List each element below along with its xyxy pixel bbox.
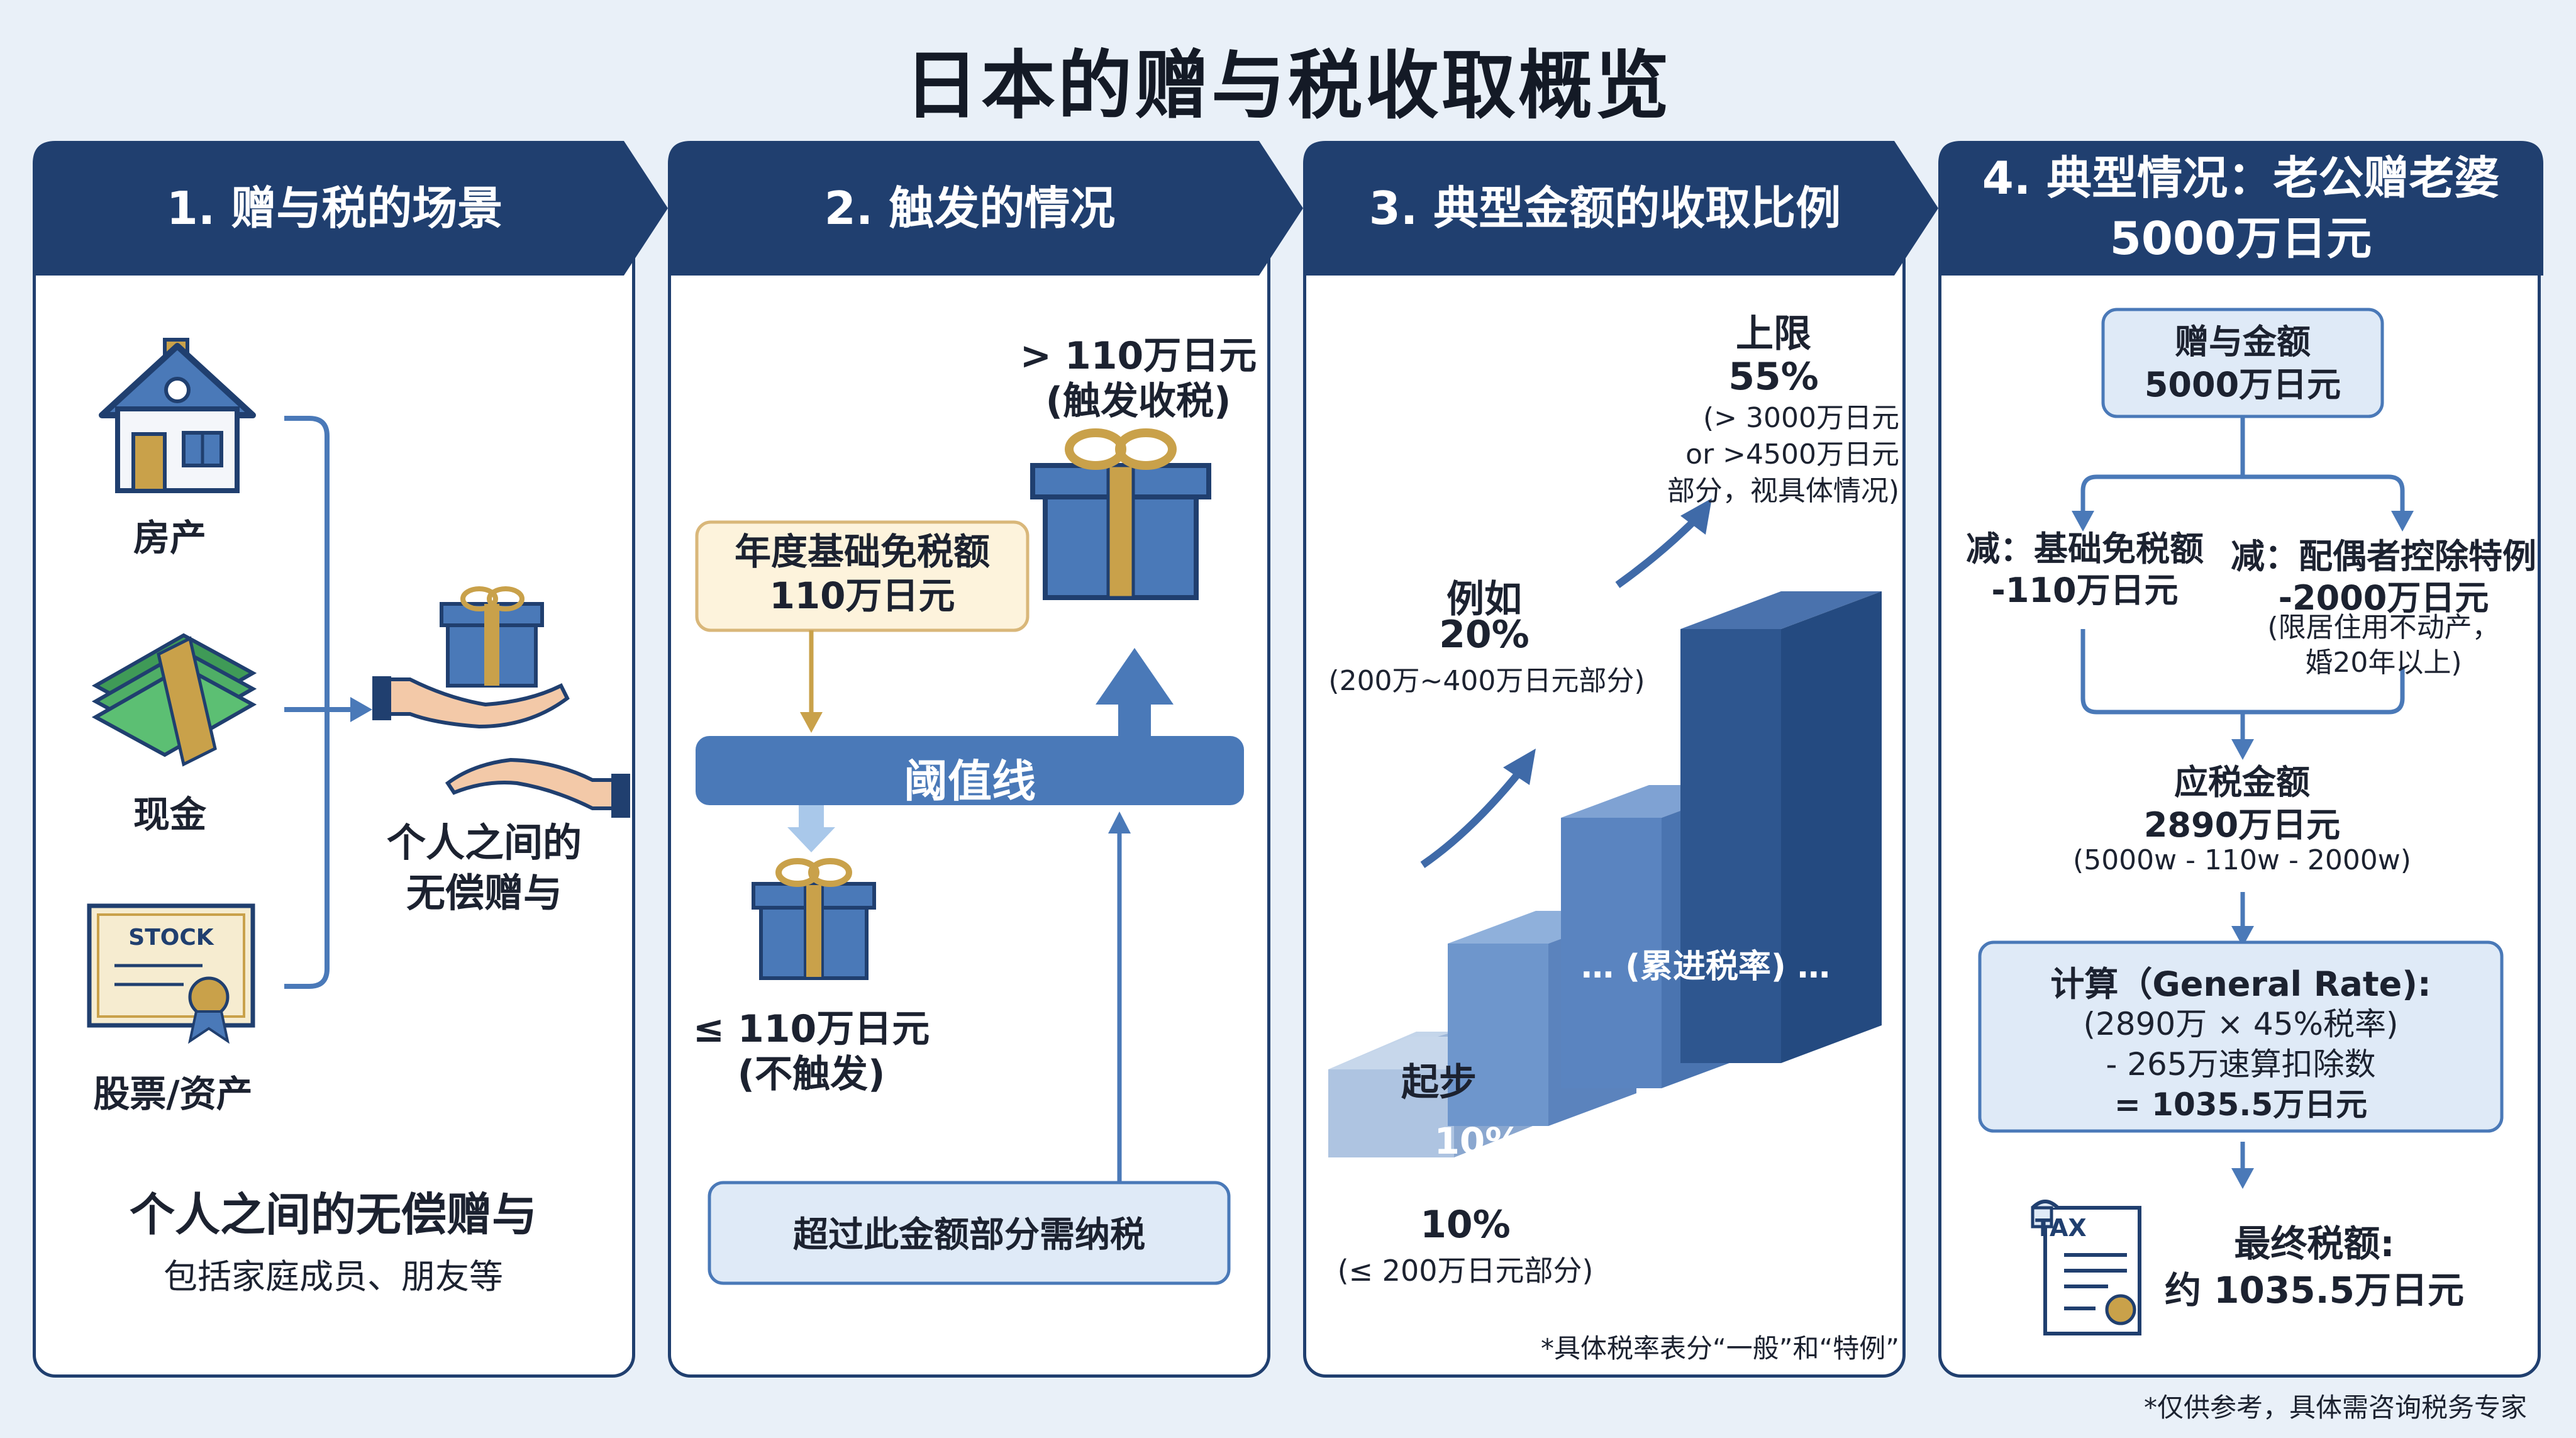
- gift-center-label: 个人之间的 无偿赠与: [386, 820, 582, 916]
- calc-title: 计算（General Rate):: [2050, 964, 2431, 1004]
- scenario-subtitle: 包括家庭成员、朋友等: [164, 1257, 503, 1296]
- tax-document-icon: [2031, 1200, 2141, 1335]
- deduction-basic: 减：基础免税额 -110万日元: [1966, 529, 2204, 610]
- page-title: 日本的赠与税收取概览: [904, 42, 1672, 129]
- taxable-amount: 应税金额 2890万日元: [2143, 762, 2341, 845]
- bottom-rate-note: (≤ 200万日元部分): [1337, 1254, 1594, 1288]
- threshold-line: 阈值线: [904, 755, 1036, 807]
- cash-icon: [91, 633, 257, 767]
- tax-icon-text: TAX: [2035, 1214, 2087, 1242]
- panel3-graphics: [1328, 498, 1882, 1157]
- mid-rate-value: 20%: [1439, 613, 1530, 657]
- taxable-note: 超过此金额部分需纳税: [793, 1215, 1145, 1256]
- asset-label-cash: 现金: [133, 793, 206, 836]
- panel1-graphics: STOCK: [87, 338, 630, 1044]
- rate-footnote: *具体税率表分“一般”和“特例”: [1540, 1333, 1899, 1364]
- exemption-box: 年度基础免税额 110万日元: [734, 530, 990, 617]
- top-rate-title: 上限: [1736, 312, 1811, 356]
- gift-amount-box: 赠与金额 5000万日元: [2144, 322, 2341, 404]
- deduction-spouse-note: (限居住用不动产， 婚20年以上): [2267, 611, 2500, 679]
- house-icon: [99, 338, 256, 493]
- panel3-header: 3. 典型金额的收取比例: [1303, 141, 1938, 276]
- top-rate-note: (> 3000万日元 or >4500万日元 部分，视具体情况): [1667, 402, 1899, 507]
- step-rate: 10%: [1434, 1120, 1522, 1162]
- asset-label-house: 房产: [133, 516, 206, 559]
- asset-label-stock: 股票/资产: [93, 1073, 253, 1115]
- panel1-header: 1. 赠与税的场景: [33, 141, 668, 276]
- panel4-graphics: [1978, 308, 2504, 1335]
- deduction-spouse-title: 减：配偶者控除特例: [2231, 537, 2536, 576]
- calc-line-1: (2890万 × 45%税率): [2083, 1006, 2399, 1042]
- top-rate-value: 55%: [1728, 355, 1819, 399]
- footer-disclaimer: *仅供参考，具体需咨询税务专家: [2143, 1392, 2527, 1423]
- final-tax: 最终税额: 约 1035.5万日元: [2164, 1222, 2464, 1312]
- panel3-header-text: 3. 典型金额的收取比例: [1368, 182, 1841, 235]
- trigger-under-label: ≤ 110万日元 (不触发): [692, 1007, 930, 1096]
- gift-small-icon: [752, 858, 876, 980]
- calc-line-2: - 265万速算扣除数: [2106, 1046, 2376, 1083]
- deduction-spouse-value: -2000万日元: [2278, 578, 2489, 618]
- stock-certificate-icon: STOCK: [87, 903, 255, 1044]
- bottom-rate-value: 10%: [1420, 1203, 1511, 1247]
- calc-line-3: = 1035.5万日元: [2114, 1086, 2368, 1123]
- svg-text:STOCK: STOCK: [128, 925, 214, 950]
- taxable-formula: (5000w - 110w - 2000w): [2073, 844, 2411, 876]
- panel1-header-text: 1. 赠与税的场景: [166, 182, 503, 235]
- step-label: 起步: [1401, 1061, 1477, 1105]
- progressive-label: … (累进税率) …: [1581, 948, 1830, 986]
- panel4-header-text: 4. 典型情况：老公赠老婆 5000万日元: [1982, 152, 2500, 265]
- scenario-title: 个人之间的无偿赠与: [129, 1188, 537, 1241]
- panel2-graphics: [695, 428, 1244, 1285]
- giving-hands-icon: [372, 586, 630, 818]
- mid-rate-note: (200万~400万日元部分): [1328, 665, 1645, 697]
- panel2-header-text: 2. 触发的情况: [824, 182, 1116, 235]
- panel4-header: 4. 典型情况：老公赠老婆 5000万日元: [1938, 141, 2543, 276]
- mid-rate-title: 例如: [1446, 577, 1522, 621]
- trigger-over-label: > 110万日元 (触发收税): [1019, 334, 1257, 423]
- panel2-header: 2. 触发的情况: [668, 141, 1303, 276]
- gift-large-icon: [1030, 428, 1211, 600]
